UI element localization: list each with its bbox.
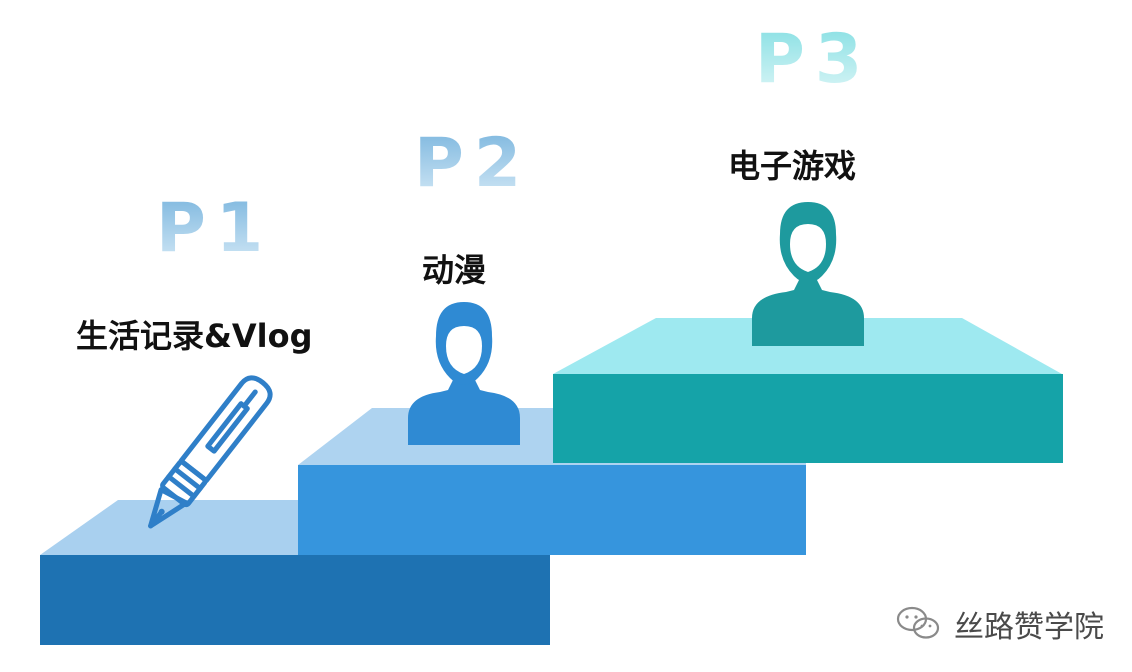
fountain-pen-icon bbox=[148, 375, 273, 529]
level-label-p2: P2 bbox=[414, 124, 532, 203]
topic-p1: 生活记录&Vlog bbox=[76, 317, 313, 355]
step-p3 bbox=[553, 318, 1063, 463]
wechat-icon bbox=[896, 606, 940, 639]
topic-p2: 动漫 bbox=[422, 251, 487, 289]
topic-p3: 电子游戏 bbox=[728, 147, 857, 185]
step-p3-front bbox=[553, 374, 1063, 463]
person-icon-p3 bbox=[752, 202, 864, 346]
person-icon-p2 bbox=[408, 302, 520, 445]
watermark-text: 丝路赞学院 bbox=[954, 610, 1104, 645]
step-p1-front bbox=[40, 555, 550, 645]
step-p2-front bbox=[298, 465, 806, 555]
level-label-p1: P1 bbox=[156, 189, 274, 268]
watermark: 丝路赞学院 bbox=[900, 602, 1104, 646]
level-label-p3: P3 bbox=[755, 20, 873, 99]
